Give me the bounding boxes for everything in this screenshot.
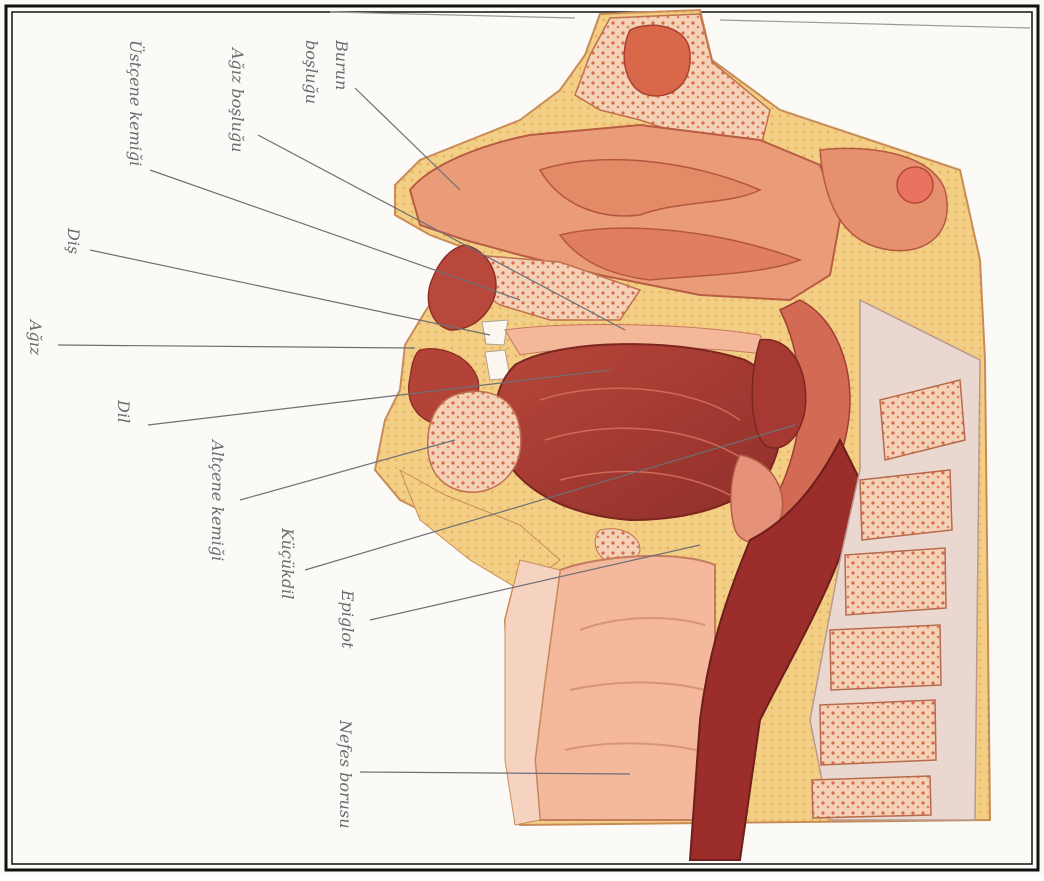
label-nefes-borusu: Nefes borusu	[336, 719, 355, 829]
label-kucukdil: Küçükdil	[278, 527, 297, 599]
label-dil: Dil	[114, 399, 133, 423]
vertebra-6	[812, 776, 931, 818]
pituitary-area	[897, 167, 933, 203]
label-agiz-boslugu: Ağız boşluğu	[228, 46, 247, 152]
label-ustcene-kemigi: Üstçene kemiği	[126, 40, 146, 166]
trachea	[535, 556, 715, 820]
vertebra-2	[860, 470, 952, 540]
vertebra-5	[820, 700, 936, 765]
label-altcene-kemigi: Altçene kemiği	[208, 438, 227, 561]
vertebra-3	[845, 548, 946, 615]
upper-tooth	[482, 320, 508, 345]
label-dis: Diş	[64, 227, 83, 254]
label-burun-line1: Burun	[332, 39, 351, 90]
label-burun-line2: boşluğu	[302, 40, 321, 104]
frontal-sinus	[624, 25, 690, 96]
vertebra-4	[830, 625, 941, 690]
mandible-bone	[428, 391, 521, 492]
label-agiz: Ağız	[26, 318, 45, 356]
label-epiglot: Epiglot	[338, 589, 357, 649]
